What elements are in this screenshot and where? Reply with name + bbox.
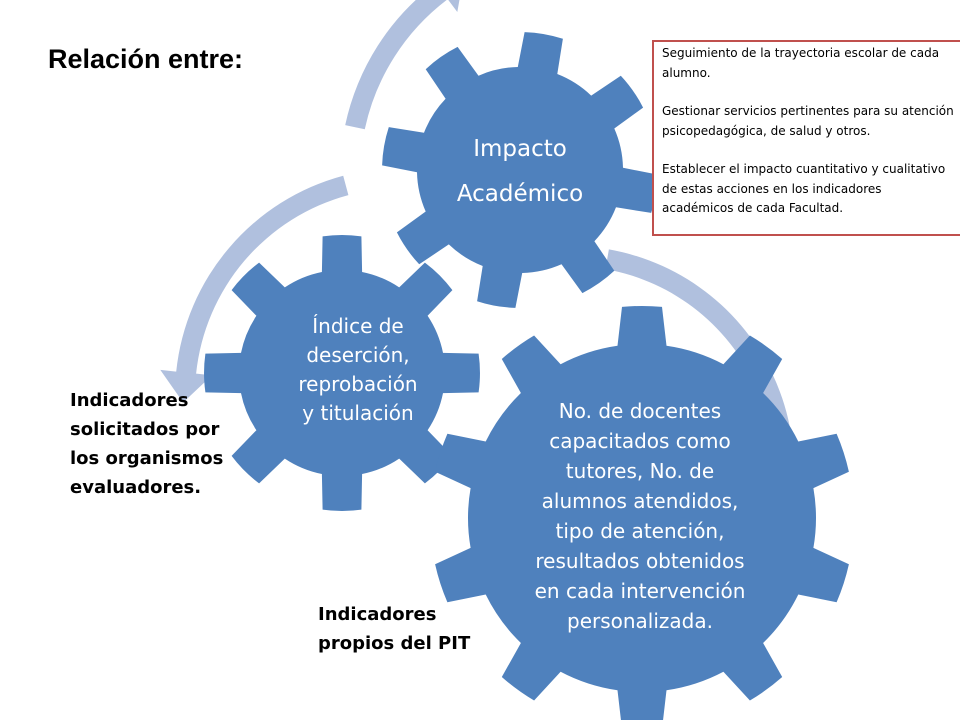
arrow-top-cycle [345, 0, 460, 130]
arrow-left-cycle [160, 175, 349, 403]
gear-label-line: personalizada. [567, 609, 713, 633]
gear-label-impacto: Impacto Académico [425, 122, 615, 222]
gear-indice-desercion [204, 235, 480, 511]
gear-indicadores-pit [435, 305, 849, 720]
info-item: Seguimiento de la trayectoria escolar de… [662, 46, 940, 80]
gear-label-indicadores: No. de docentes capacitados como tutores… [505, 392, 775, 640]
gear-label-line: tipo de atención, [555, 519, 725, 543]
side-label-line: Indicadores [318, 604, 437, 625]
info-item: Establecer el impacto cuantitativo y cua… [662, 162, 946, 215]
gear-label-line: tutores, No. de [565, 459, 715, 483]
gear-label-indice: Índice de deserción, reprobación y titul… [268, 300, 448, 440]
info-box: Seguimiento de la trayectoria escolar de… [652, 40, 960, 236]
gear-label-line: en cada intervención [534, 579, 746, 603]
gear-label-line: No. de docentes [558, 399, 722, 423]
gear-label-line: capacitados como [549, 429, 731, 453]
gear-label-line: Académico [456, 181, 584, 207]
page-title: Relación entre: [48, 44, 244, 74]
side-label-line: los organismos [70, 448, 224, 469]
gear-label-line: alumnos atendidos, [541, 489, 739, 513]
label-indicadores-pit: Indicadores propios del PIT [318, 600, 488, 658]
side-label-line: evaluadores. [70, 477, 202, 498]
info-item: Gestionar servicios pertinentes para su … [662, 104, 954, 138]
gear-label-line: resultados obtenidos [535, 549, 745, 573]
gear-impacto-academico [382, 32, 658, 308]
gear-label-line: deserción, [306, 343, 410, 367]
gear-label-line: Impacto [473, 136, 567, 162]
side-label-line: solicitados por [70, 419, 220, 440]
gear-label-line: y titulación [302, 401, 414, 425]
gear-label-line: Índice de [312, 314, 404, 338]
side-label-line: Indicadores [70, 390, 189, 411]
label-indicadores-solicitados: Indicadores solicitados por los organism… [70, 386, 230, 502]
gear-label-line: reprobación [298, 372, 418, 396]
side-label-line: propios del PIT [318, 633, 471, 654]
